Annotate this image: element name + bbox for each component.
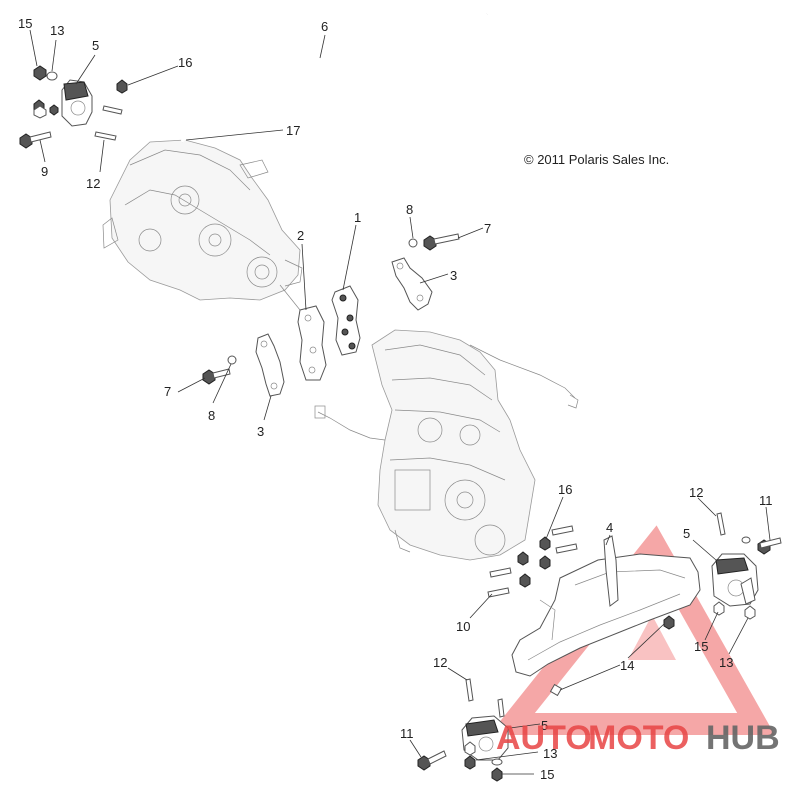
callout-4: 4 [606, 520, 613, 535]
bolt-12-right [716, 512, 726, 536]
nut-16-lower [539, 536, 551, 551]
callout-8: 8 [406, 202, 413, 217]
callout-2: 2 [297, 228, 304, 243]
callout-16: 16 [178, 55, 192, 70]
callout-7: 7 [484, 221, 491, 236]
vent-hose-6 [180, 12, 488, 143]
bracket-3-upper [391, 257, 433, 311]
bolt-9 [19, 131, 52, 149]
callout-15: 15 [18, 16, 32, 31]
washer-13-upper [46, 71, 58, 81]
watermark-inner-mark [628, 615, 676, 660]
callout-14: 14 [620, 658, 634, 673]
callout-5: 5 [683, 526, 690, 541]
bracket-3-lower [255, 333, 285, 397]
bolt-11-right [757, 537, 782, 555]
nut-13-lower [464, 755, 476, 770]
bolt-7-lower [202, 368, 231, 385]
callout-10: 10 [456, 619, 470, 634]
callout-8: 8 [208, 408, 215, 423]
engine-assembly [314, 329, 579, 561]
washer-8-lower [227, 355, 237, 365]
nut-13-right [744, 605, 756, 620]
callout-9: 9 [41, 164, 48, 179]
bolt-12-upper [94, 131, 117, 141]
callout-5: 5 [541, 718, 548, 733]
copyright-text: © 2011 Polaris Sales Inc. [524, 152, 669, 167]
callout-13: 13 [50, 23, 64, 38]
callout-12: 12 [433, 655, 447, 670]
callout-15: 15 [540, 767, 554, 782]
callout-5: 5 [92, 38, 99, 53]
nut-14 [663, 615, 675, 630]
wordmark-auto: AUTO [496, 719, 592, 757]
leader-lines [29, 29, 771, 775]
callout-3: 3 [257, 424, 264, 439]
callout-12: 12 [689, 485, 703, 500]
nut-15-right [713, 601, 725, 616]
callout-13: 13 [719, 655, 733, 670]
callout-3: 3 [450, 268, 457, 283]
engine-mount-5-right [711, 553, 759, 607]
wordmark-moto: MOTO [588, 719, 689, 757]
washer-8-upper [408, 238, 418, 248]
callout-17: 17 [286, 123, 300, 138]
wordmark-hub: HUB [706, 719, 780, 757]
bolt-7-upper [423, 233, 460, 251]
nut-15-lower [491, 767, 503, 782]
lower-fastener-cluster [487, 525, 578, 598]
transmission-assembly [102, 139, 303, 311]
callout-11: 11 [759, 493, 773, 508]
callout-13: 13 [543, 746, 557, 761]
callout-16: 16 [558, 482, 572, 497]
callout-labels: 15 13 5 16 9 12 6 17 1 2 8 7 3 7 8 3 16 … [18, 16, 773, 782]
nut-15-upper [33, 65, 47, 81]
callout-11: 11 [400, 726, 414, 741]
callout-15: 15 [694, 639, 708, 654]
bolt-11-lower [417, 750, 447, 771]
callout-1: 1 [354, 210, 361, 225]
nut-16-upper [116, 79, 128, 94]
upper-left-mount-hardware [19, 65, 128, 149]
bracket-1 [331, 285, 361, 356]
mount-frame-4 [511, 535, 701, 697]
automotohub-wordmark: AUTO MOTO HUB [496, 719, 780, 757]
callout-6: 6 [321, 19, 328, 34]
callout-12: 12 [86, 176, 100, 191]
bolt-12-lower [465, 678, 474, 702]
engine-mount-5-upper [61, 79, 93, 127]
bracket-2 [297, 305, 327, 381]
callout-7: 7 [164, 384, 171, 399]
